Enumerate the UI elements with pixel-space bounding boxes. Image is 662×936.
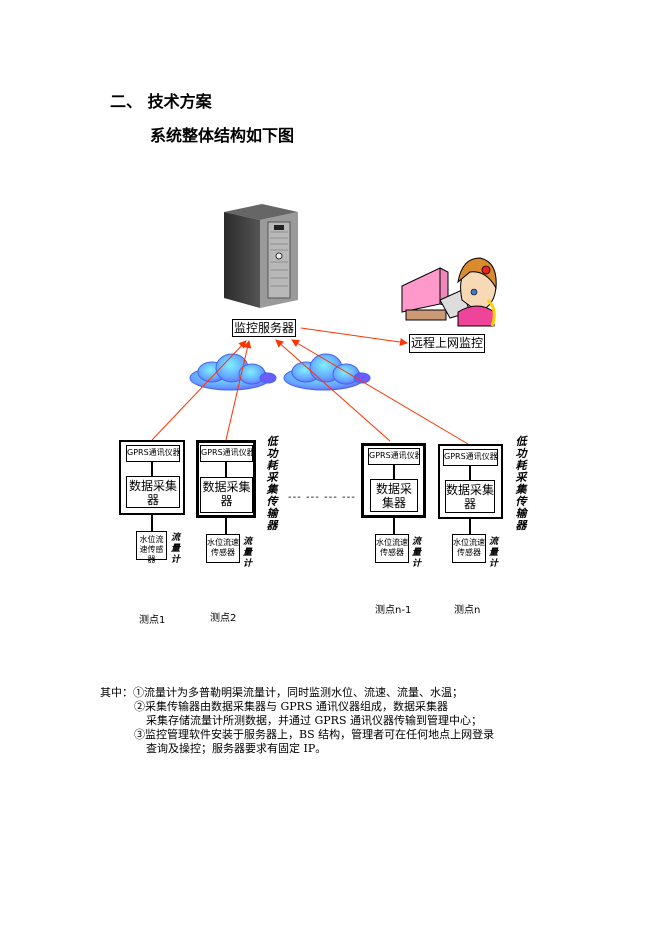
gprs-box: GPRS通讯仪器: [200, 445, 253, 462]
sensor-box: 水位流速传感器: [136, 531, 167, 564]
server-label: 监控服务器: [232, 319, 296, 337]
note-line-1: 其中：①流量计为多普勒明渠流量计，同时监测水位、流速、流量、水温；: [100, 686, 494, 700]
point-label: 测点2: [210, 613, 237, 624]
collector-group-label: 低功耗采集传输器: [515, 435, 527, 532]
gprs-box: GPRS通讯仪器: [126, 445, 180, 462]
gprs-box: GPRS通讯仪器: [368, 448, 420, 465]
diagram-title: 系统整体结构如下图: [150, 126, 295, 145]
arrow-station-1: [151, 340, 247, 441]
link: [469, 519, 471, 534]
notes: 其中：①流量计为多普勒明渠流量计，同时监测水位、流速、流量、水温； ②采集传输器…: [100, 686, 494, 756]
arrow-remote: [300, 327, 408, 346]
note-line-4: ③监控管理软件安装于服务器上，BS 结构，管理者可在任何地点上网登录: [134, 728, 495, 741]
collector-group-label: 低功耗采集传输器: [266, 435, 278, 532]
link: [393, 465, 395, 479]
flow-meter-label: 流量计: [489, 537, 499, 569]
note-line-2: ②采集传输器由数据采集器与 GPRS 通讯仪器组成，数据采集器: [134, 700, 448, 713]
network-cloud-icon: [189, 353, 277, 391]
link: [151, 461, 153, 476]
arrow-station-2: [225, 340, 252, 441]
data-collector-box: 数据采集器: [200, 477, 253, 513]
sensor-box: 水位流速传感器: [375, 534, 409, 563]
data-collector-box: 数据采集器: [126, 476, 180, 508]
data-collector-box: 数据采集器: [445, 480, 495, 513]
server-icon: [224, 204, 298, 308]
point-label: 测点n-1: [375, 605, 412, 616]
remote-monitor-label: 远程上网监控: [409, 334, 485, 353]
section-heading: 二、 技术方案: [110, 92, 212, 111]
arrow-station-n-1: [275, 339, 391, 442]
link: [469, 466, 471, 480]
note-1: ①流量计为多普勒明渠流量计，同时监测水位、流速、流量、水温；: [133, 686, 463, 699]
link: [151, 515, 153, 531]
user-computer-icon: [401, 257, 497, 327]
point-label: 测点1: [139, 615, 166, 626]
note-line-3: 采集存储流量计所测数据，并通过 GPRS 通讯仪器传输到管理中心；: [146, 714, 482, 727]
flow-meter-label: 流量计: [243, 537, 253, 569]
flow-meter-label: 流量计: [171, 533, 181, 565]
note-line-5: 查询及操控；服务器要求有固定 IP。: [146, 742, 327, 755]
flow-meter-label: 流量计: [412, 537, 422, 569]
data-collector-box: 数据采集器: [370, 479, 418, 512]
notes-prefix: 其中：: [100, 686, 133, 699]
network-cloud-icon: [283, 353, 371, 391]
arrow-station-n: [291, 339, 469, 445]
data-flow-arrows: [151, 327, 469, 445]
link: [225, 462, 227, 477]
gprs-box: GPRS通讯仪器: [443, 449, 498, 466]
sensor-box: 水位流速传感器: [206, 534, 240, 563]
link: [393, 518, 395, 534]
ellipsis: --- --- --- ---: [288, 492, 356, 503]
point-label: 测点n: [454, 605, 481, 616]
link: [225, 518, 227, 534]
sensor-box: 水位流速传感器: [452, 534, 486, 563]
